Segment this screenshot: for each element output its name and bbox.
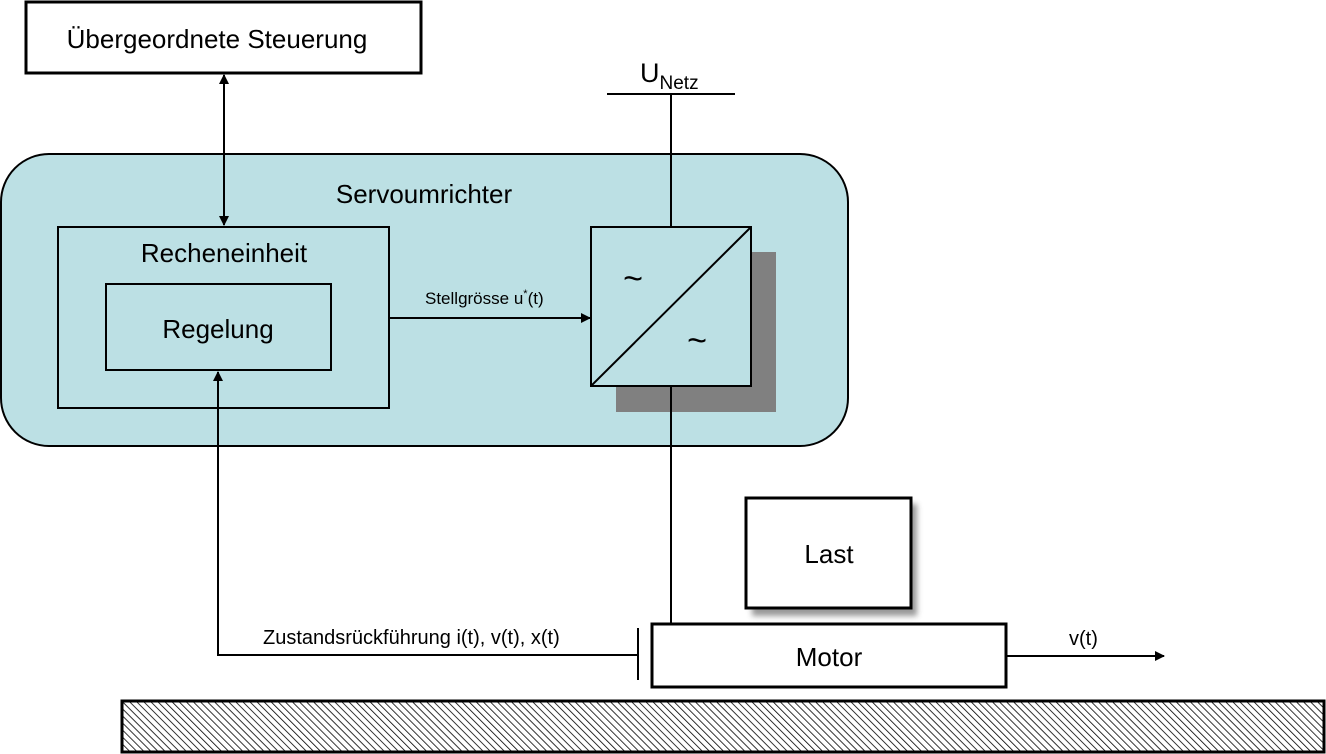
- load-label: Last: [804, 539, 854, 569]
- ac-output-symbol: ~: [687, 322, 707, 360]
- ac-input-symbol: ~: [623, 260, 643, 298]
- computing-unit-box: Recheneinheit: [57, 226, 390, 409]
- computing-unit-label: Recheneinheit: [141, 238, 308, 268]
- supply-voltage-label: UNetz: [640, 58, 699, 94]
- control-label: Regelung: [162, 314, 273, 344]
- load-box: Last: [744, 496, 917, 616]
- supply-line: UNetz: [607, 58, 735, 227]
- servo-converter-label: Servoumrichter: [336, 179, 513, 209]
- converter-block: ~ ~: [590, 226, 752, 387]
- superior-control-label: Übergeordnete Steuerung: [67, 24, 368, 54]
- state-feedback-label: Zustandsrückführung i(t), v(t), x(t): [263, 627, 560, 649]
- velocity-label: v(t): [1069, 628, 1098, 650]
- ground-rail: [120, 699, 1326, 754]
- control-box: Regelung: [105, 283, 332, 371]
- motor-label: Motor: [796, 642, 863, 672]
- state-feedback-arrow: [213, 371, 638, 656]
- superior-control-box: Übergeordnete Steuerung: [24, 0, 423, 75]
- manipulated-variable-label: Stellgrösse u*(t): [425, 288, 544, 308]
- motor-box: Motor: [650, 622, 1008, 689]
